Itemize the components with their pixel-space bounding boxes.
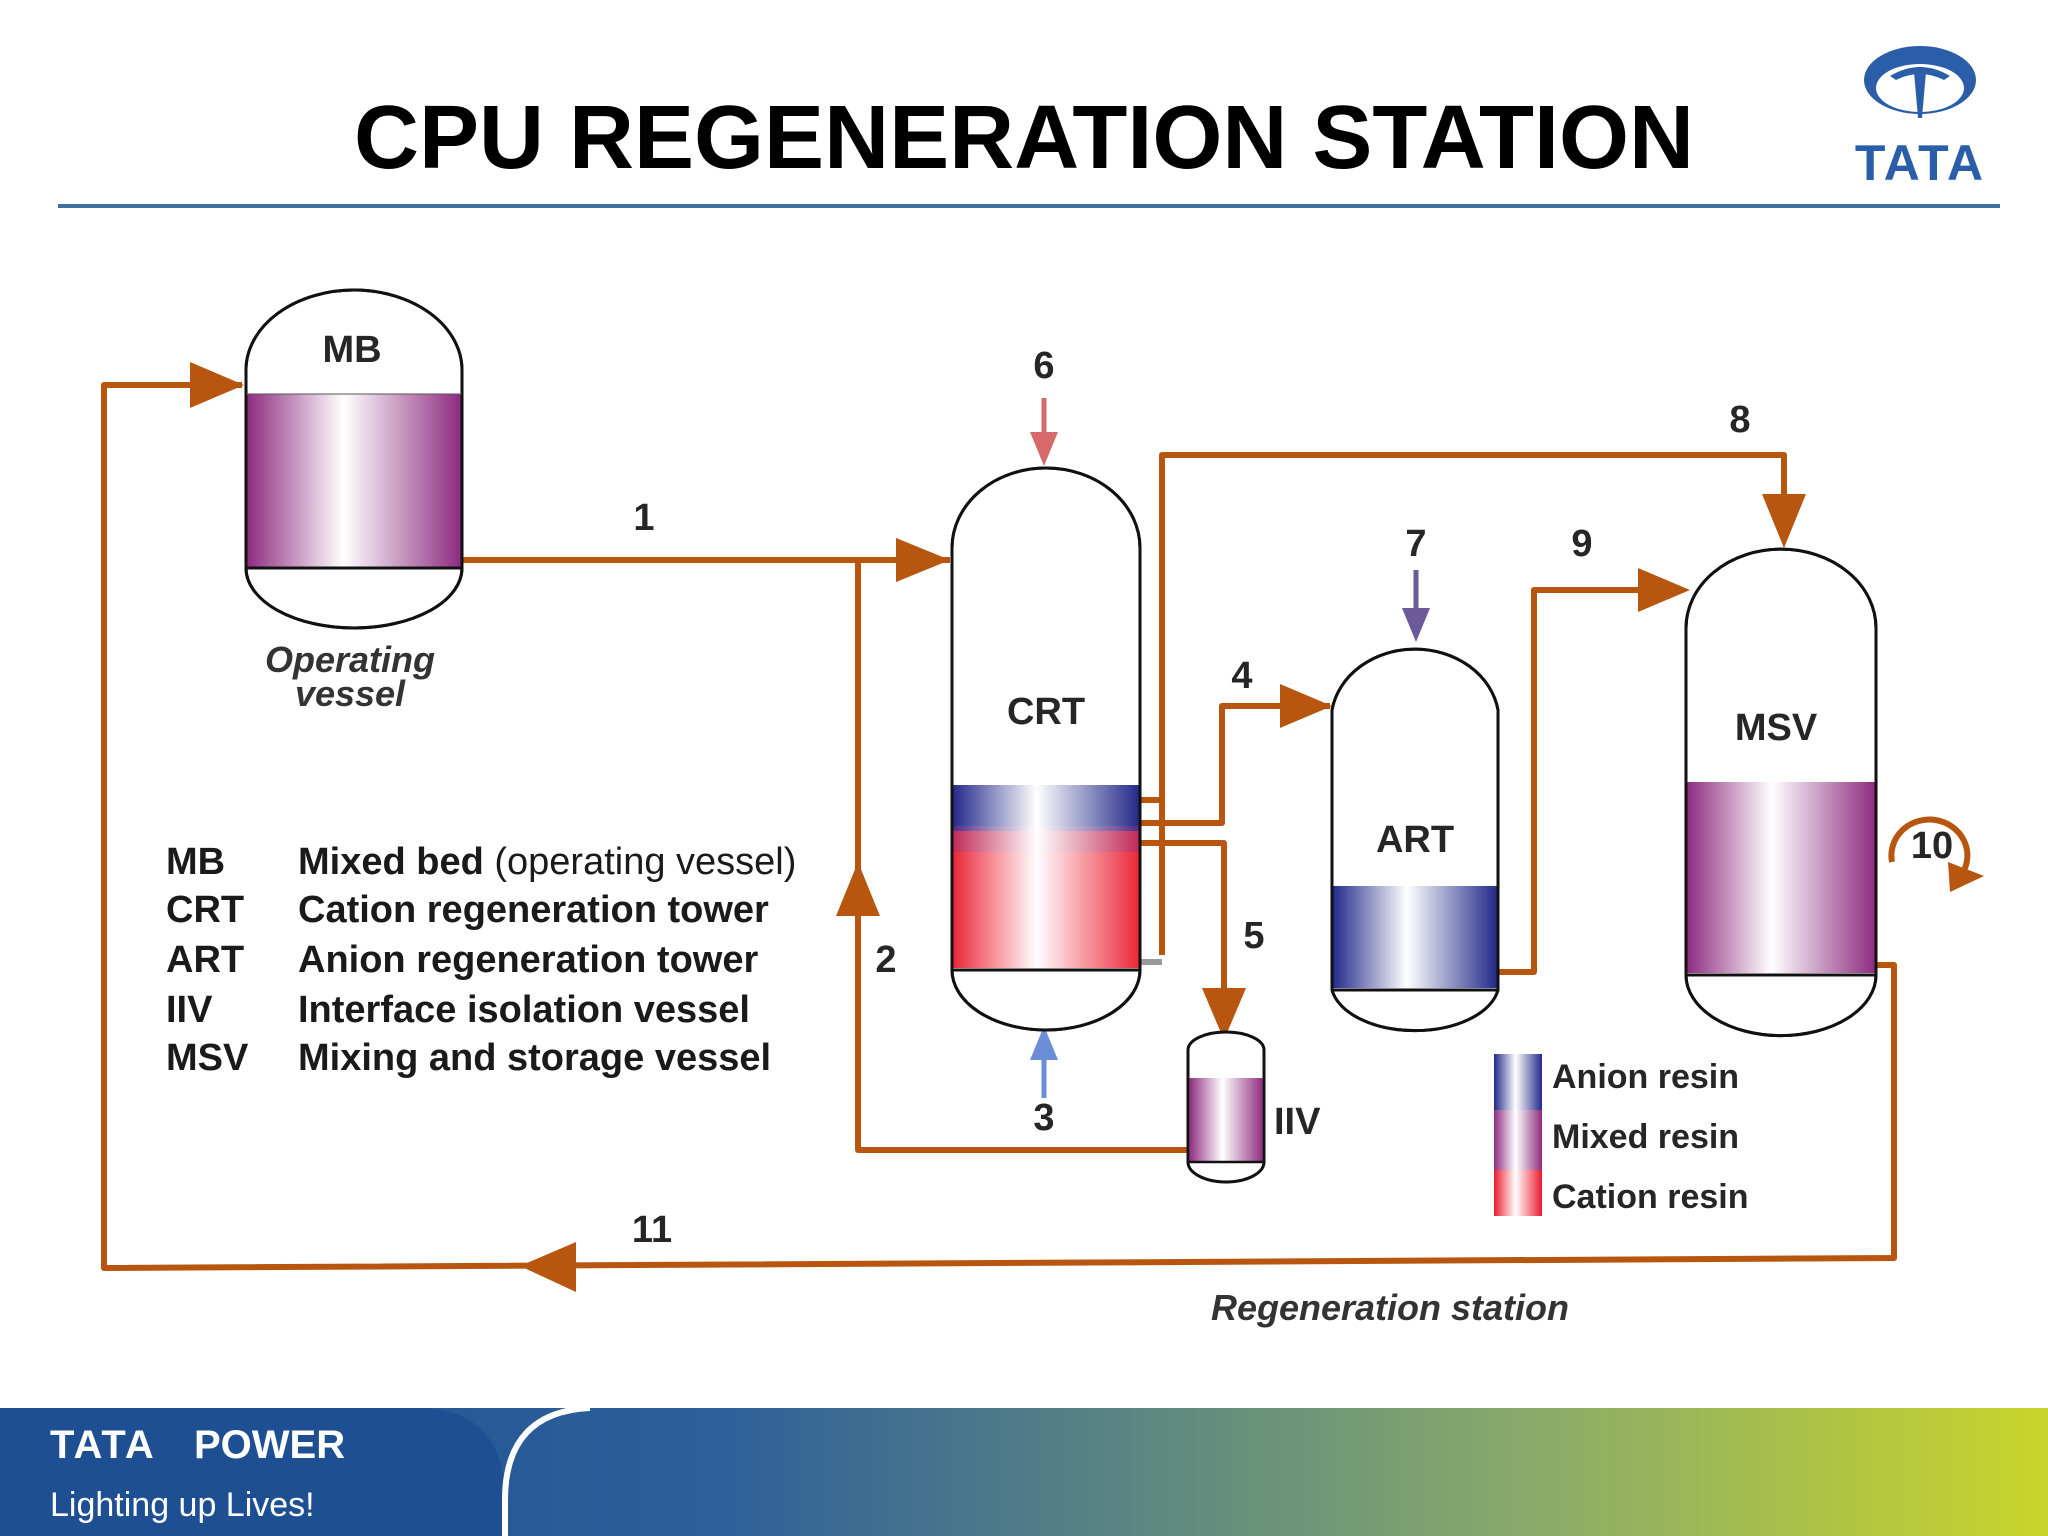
resin-swatch-cation	[1494, 1170, 1542, 1216]
footer-brand-panel	[0, 1408, 505, 1536]
vessel-msv: MSV	[1684, 547, 1878, 1038]
footer-bar: TATA POWER Lighting up Lives!	[0, 1405, 2048, 1536]
vessel-label-msv: MSV	[1735, 707, 1818, 749]
flow-number-4: 4	[1231, 655, 1252, 697]
msv-mixed-resin	[1687, 782, 1875, 973]
vessel-art: ART	[1330, 647, 1500, 1033]
vessel-mb: MB	[244, 288, 464, 630]
pipe-4	[1140, 703, 1330, 826]
vessel-crt: CRT	[950, 466, 1142, 1032]
art-anion-resin	[1333, 886, 1497, 988]
flow-number-2: 2	[875, 939, 896, 981]
resin-legend-mixed: Mixed resin	[1552, 1118, 1739, 1156]
pipe-8	[1140, 452, 1787, 803]
legend-desc-iiv: Interface isolation vessel	[298, 989, 750, 1031]
footer-tagline: Lighting up Lives!	[50, 1486, 315, 1524]
legend-abbr-mb: MB	[166, 841, 225, 883]
vessel-label-mb: MB	[322, 329, 381, 371]
pipe-network	[101, 382, 1897, 1271]
vessel-iiv	[1186, 1030, 1266, 1184]
flow-number-3: 3	[1033, 1097, 1054, 1139]
arrowhead-5	[1202, 988, 1246, 1040]
crt-anion-resin	[953, 785, 1139, 831]
page-title: CPU REGENERATION STATION	[354, 88, 1694, 188]
arrowhead-1	[896, 538, 950, 582]
footer-brand-logo: TATA	[50, 1423, 156, 1467]
resin-legend-cation: Cation resin	[1552, 1178, 1748, 1216]
flow-number-11: 11	[632, 1209, 672, 1251]
tata-logo-text: TATA	[1855, 135, 1985, 191]
arrowhead-2	[836, 862, 880, 916]
legend-desc-art: Anion regeneration tower	[298, 939, 758, 981]
flow-arrowheads	[190, 362, 1806, 1292]
mb-mixed-resin	[247, 394, 461, 568]
footer-brand-name: POWER	[194, 1423, 345, 1467]
pipe-9	[1498, 587, 1682, 975]
vessel-label-art: ART	[1376, 819, 1454, 861]
pipe-5	[1140, 840, 1227, 1030]
operating-vessel-label-line2: vessel	[295, 673, 406, 714]
arrowhead-mb-inlet	[190, 362, 244, 408]
flow-numbers: 1 2 3 4 5 6 7 8 9 10 11	[632, 345, 1953, 1251]
arrowhead-9	[1638, 568, 1690, 612]
crt-cation-resin	[953, 831, 1139, 968]
pipe-2	[855, 560, 1188, 1153]
flow-number-9: 9	[1571, 523, 1592, 565]
abbreviation-legend: MB Mixed bed (operating vessel) CRT Cati…	[166, 841, 796, 1079]
arrowhead-11	[520, 1242, 576, 1292]
inlet-arrows	[1030, 398, 1430, 1098]
mixing-rotation-icon	[1888, 816, 1984, 892]
flow-number-1: 1	[633, 497, 654, 539]
legend-desc-msv: Mixing and storage vessel	[298, 1037, 771, 1079]
legend-abbr-art: ART	[166, 939, 244, 981]
legend-desc-mb: Mixed bed (operating vessel)	[298, 841, 796, 883]
flow-number-6: 6	[1033, 345, 1054, 387]
pipe-11	[101, 382, 1897, 1271]
resin-swatch-anion	[1494, 1054, 1542, 1110]
flow-number-8: 8	[1729, 399, 1750, 441]
flow-number-5: 5	[1243, 915, 1264, 957]
legend-abbr-iiv: IIV	[166, 989, 213, 1031]
vessel-label-iiv: IIV	[1274, 1101, 1321, 1143]
legend-abbr-crt: CRT	[166, 889, 244, 931]
arrowhead-8	[1762, 494, 1806, 548]
legend-desc-mb-normal: (operating vessel)	[484, 841, 797, 883]
vessel-label-crt: CRT	[1007, 691, 1085, 733]
resin-legend: Anion resin Mixed resin Cation resin	[1494, 1054, 1748, 1216]
regeneration-station-label: Regeneration station	[1211, 1287, 1569, 1328]
operating-vessel-label-line1: Operating	[265, 639, 435, 680]
legend-desc-crt: Cation regeneration tower	[298, 889, 769, 931]
legend-desc-mb-bold: Mixed bed	[298, 841, 484, 883]
resin-legend-anion: Anion resin	[1552, 1058, 1739, 1096]
resin-swatch-mixed	[1494, 1110, 1542, 1170]
tata-logo-icon: TATA	[1855, 46, 1985, 191]
flow-number-10: 10	[1911, 825, 1953, 867]
legend-abbr-msv: MSV	[166, 1037, 249, 1079]
iiv-mixed-resin	[1189, 1078, 1263, 1162]
arrowhead-4	[1280, 684, 1332, 728]
flow-number-7: 7	[1405, 523, 1426, 565]
